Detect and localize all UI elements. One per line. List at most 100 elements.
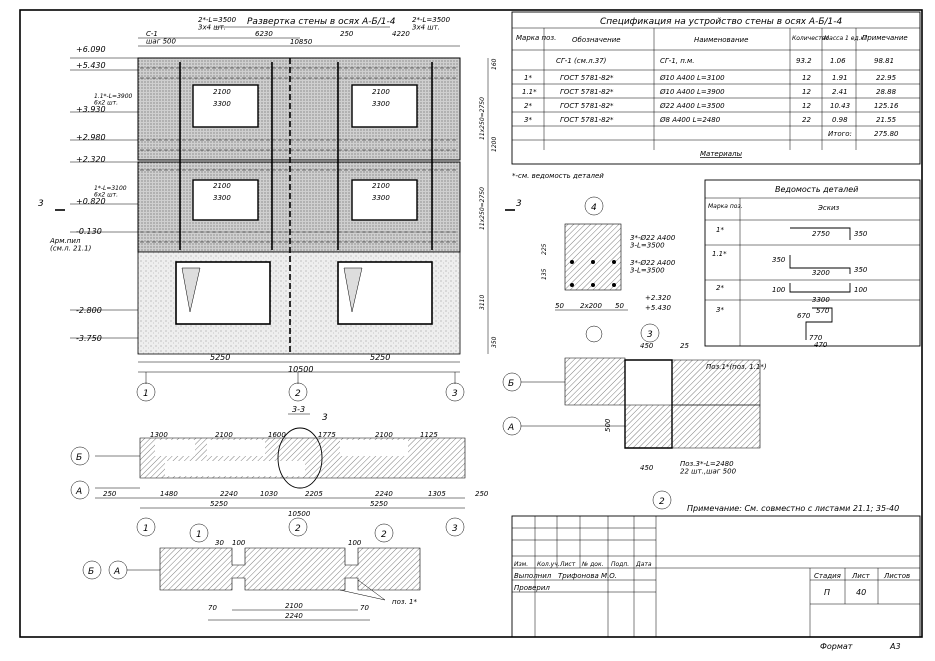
level-label: +2.320 [76,155,106,164]
spec-title: Спецификация на устройство стены в осях … [600,17,843,27]
titleblock-header: Дата [635,561,652,568]
detail-label: 4 [591,203,597,213]
axis-bubble: 2 [295,389,301,399]
dim-label: 2100 [375,431,393,439]
wall-elevation: Развертка стены в осях А-Б/1-4 [38,16,522,402]
axis-bubble: 1 [143,524,149,534]
dim-label: 100 [854,286,868,294]
titleblock-sheet: 40 [856,588,866,597]
axis-bubble: Б [76,453,82,463]
spec-cell: СГ-1 (см.л.37) [556,57,607,65]
format-value: А3 [889,642,901,651]
total-value: 275.80 [874,130,899,138]
spec-cell: 2.41 [832,88,848,96]
spec-cell: 1* [524,74,532,82]
dim-label: 1125 [420,431,438,439]
dim-label: 4220 [392,30,410,38]
format-label: Формат [820,642,853,651]
titleblock-header: Подп. [611,561,629,568]
spec-cell: 12 [802,74,811,82]
dim-label: 70 [360,604,369,612]
dim-label: 350 [854,230,868,238]
titleblock-name: Трифонова М.О. [558,572,617,580]
spec-cell: 22 [802,116,811,124]
spec-cell: 12 [802,88,811,96]
dim-label: 1200 [491,137,498,152]
position-label: поз. 1* [392,598,417,606]
window-opening [192,84,259,128]
dim-label: 350 [491,336,498,348]
dim-label: 11x250=2750 [479,97,486,140]
dim-label: 3300 [213,194,231,202]
specification-table: Спецификация на устройство стены в осях … [511,11,921,180]
window-opening [351,84,418,128]
level-label: +3.930 [76,105,106,114]
spec-cell: Ø22 А400 L=3500 [659,102,725,110]
dim-label: 5250 [210,500,228,508]
titleblock-header: Изм. [514,561,528,568]
spec-cell: СГ-1, п.м. [660,57,695,65]
spec-row: 3* ГОСТ 5781-82* Ø8 А400 L=2480 22 0.98 … [524,116,897,124]
axis-bubble: А [113,567,120,577]
dim-label: 2100 [213,182,231,190]
window-opening [351,179,418,221]
spec-cell: 125.16 [874,102,899,110]
dim-label: 3300 [812,296,830,304]
dim-label: 2100 [285,602,303,610]
spec-cell: 3* [524,116,532,124]
dim-label: 1600 [268,431,286,439]
detail-label: 1 [196,530,202,540]
dim-label: 250 [103,490,117,498]
dim-label: 1030 [260,490,278,498]
dim-label: 470 [814,341,828,349]
spec-cell: ГОСТ 5781-82* [560,116,614,124]
dim-label: 2240 [220,490,238,498]
details-title: Ведомость деталей [775,185,858,194]
dim-label: 50 [555,302,564,310]
titleblock-header: Кол.уч. [537,561,560,568]
level-label: -3.750 [76,334,102,343]
level-label: +6.090 [76,45,106,54]
dim-label: 500 [604,418,612,432]
titleblock-header: Листов [883,572,910,580]
level-label: +2.320 [645,294,671,302]
dim-label: 2100 [213,88,231,96]
spec-row: 1.1* ГОСТ 5781-82* Ø10 А400 L=3900 12 2.… [522,88,897,96]
spec-cell: 2* [524,102,532,110]
dim-label: 450 [640,342,654,350]
spec-cell: 22.95 [876,74,897,82]
level-label: -2.800 [76,306,102,315]
dim-label: 250 [475,490,489,498]
plan-section: 3-3 3 1300 2100 1600 1775 2100 1125 Б А … [70,405,489,537]
dim-label: 70 [208,604,217,612]
spec-cell: ГОСТ 5781-82* [560,88,614,96]
sheet-note: Примечание: См. совместно с листами 21.1… [687,504,899,513]
dim-label: 3200 [812,269,830,277]
footnote: *-см. ведомость деталей [512,172,604,180]
titleblock-header: Стадия [814,572,841,580]
dim-label: 770 [809,334,823,342]
dim-label: 3300 [213,100,231,108]
details-header: Эскиз [817,204,840,212]
spec-header: Наименование [694,36,748,44]
dim-label: 100 [348,539,362,547]
dim-label: 5250 [210,353,230,362]
level-label: +0.820 [76,197,106,206]
axis-bubble: 2 [295,524,301,534]
rebar-note: Поз.1*(поз. 1.1*) [706,363,767,371]
axis-bubble: 1 [143,389,149,399]
dim-label: 350 [772,256,786,264]
dim-label: 1305 [428,490,446,498]
detail-1-2: 1 2 Б А 2100 2240 30 100 100 70 70 поз. … [82,523,421,621]
dim-label: 2100 [372,182,390,190]
window-opening [192,179,259,221]
details-cell: 3* [716,306,724,314]
dim-label: 250 [340,30,354,38]
dim-label: 3300 [372,194,390,202]
